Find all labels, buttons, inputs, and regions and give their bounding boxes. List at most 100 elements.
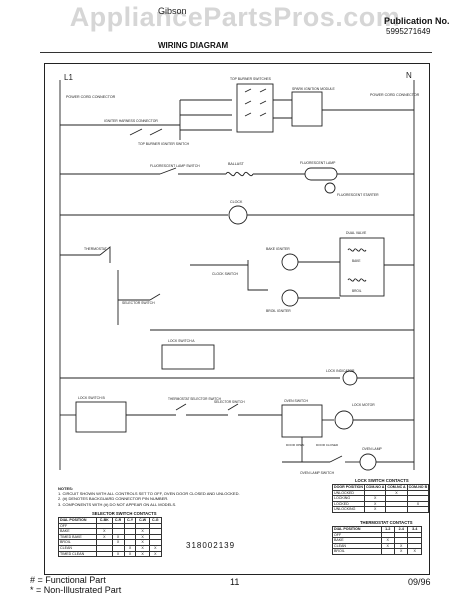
thermostat-table-title: THERMOSTAT CONTACTS bbox=[360, 520, 413, 525]
table-cell bbox=[363, 489, 387, 497]
neutral-label: N bbox=[406, 71, 412, 80]
bake-igniter-symbol bbox=[281, 253, 299, 271]
igniter-harness-label: IGNITER HARNESS CONNECTOR bbox=[104, 119, 158, 123]
fluorescent-starter-label: FLUORESCENT STARTER bbox=[337, 193, 379, 197]
table-cell bbox=[385, 500, 408, 508]
note-line: 1. CIRCUIT SHOWN WITH ALL CONTROLS SET T… bbox=[58, 491, 240, 497]
table-cell bbox=[385, 495, 408, 502]
fluorescent-lamp-tube bbox=[304, 167, 338, 181]
table-cell bbox=[406, 506, 430, 513]
table-cell: X bbox=[406, 500, 430, 508]
lock-indicator-symbol bbox=[342, 370, 358, 386]
thermostat-selector-label: THERMOSTAT SELECTOR SWITCH bbox=[168, 397, 222, 401]
l1-label: L1 bbox=[64, 73, 73, 82]
table-cell: X bbox=[393, 548, 409, 555]
table-cell: X bbox=[111, 550, 125, 558]
table-cell: X bbox=[407, 548, 422, 555]
table-cell: COM-NO A bbox=[363, 484, 387, 491]
dual-valve-label: DUAL VALVE bbox=[346, 231, 367, 235]
page-number: 11 bbox=[230, 577, 240, 587]
publication-number: 5995271649 bbox=[386, 27, 431, 36]
lock-switch-b-box bbox=[75, 401, 127, 433]
top-burner-igniter-label: TOP BURNER IGNITER SWITCH bbox=[138, 142, 190, 146]
table-cell: X bbox=[363, 500, 387, 508]
broil-igniter-symbol bbox=[281, 289, 299, 307]
functional-part-legend: # = Functional Part bbox=[30, 575, 106, 585]
part-number: 318002139 bbox=[186, 541, 236, 550]
top-burner-switches-label: TOP BURNER SWITCHES bbox=[230, 77, 272, 81]
oven-switch-box bbox=[281, 404, 323, 438]
oven-lamp-switch-label: OVEN LAMP SWITCH bbox=[300, 471, 335, 475]
oven-lamp-label: OVEN LAMP bbox=[362, 447, 383, 451]
table-cell: X bbox=[148, 550, 163, 558]
fluorescent-lamp-label: FLUORESCENT LAMP bbox=[300, 161, 336, 165]
lock-switch-a-box bbox=[161, 344, 215, 370]
spark-module-box bbox=[291, 91, 323, 127]
table-cell: UNLOCKING bbox=[332, 506, 365, 513]
table-cell: BROIL bbox=[332, 548, 382, 555]
clock-label: CLOCK bbox=[230, 200, 243, 204]
lock-switch-b-label: LOCK SWITCH B bbox=[78, 396, 105, 400]
table-cell: X bbox=[385, 489, 408, 497]
ballast-coil bbox=[225, 171, 254, 177]
clock-symbol bbox=[228, 205, 248, 225]
oven-switch-label: OVEN SWITCH bbox=[284, 399, 308, 403]
power-cord-left-label: POWER CORD CONNECTOR bbox=[66, 95, 116, 99]
table-cell: X bbox=[363, 495, 387, 502]
table-cell bbox=[406, 495, 430, 502]
note-line: 3. COMPONENTS WITH (#) DO NOT APPEAR ON … bbox=[58, 501, 177, 507]
non-illustrated-legend: * = Non-Illustrated Part bbox=[30, 585, 122, 595]
door-closed-label: DOOR CLOSED bbox=[316, 443, 339, 447]
top-burner-switches-box bbox=[236, 83, 274, 133]
table-cell: X bbox=[135, 550, 150, 558]
header-rule bbox=[40, 52, 432, 53]
table-cell bbox=[96, 550, 113, 558]
table-cell: X bbox=[363, 506, 387, 513]
power-cord-right-label: POWER CORD CONNECTOR bbox=[370, 93, 420, 97]
publication-label: Publication No. bbox=[384, 16, 450, 26]
table-cell: COM-NC A bbox=[385, 484, 408, 491]
broil-label: BROIL bbox=[352, 289, 362, 293]
bake-label: BAKE bbox=[352, 259, 361, 263]
table-cell: DOOR POSITION bbox=[332, 484, 365, 491]
dual-valve-box bbox=[339, 237, 385, 297]
clock-switch-label: CLOCK SWITCH bbox=[212, 272, 239, 276]
lock-switch-a-label: LOCK SWITCH A bbox=[168, 339, 195, 343]
bake-igniter-label: BAKE IGNITER bbox=[266, 247, 290, 251]
door-open-label: DOOR OPEN bbox=[286, 443, 304, 447]
broil-igniter-label: BROIL IGNITER bbox=[266, 309, 291, 313]
thermostat-label: THERMOSTAT bbox=[84, 247, 107, 251]
fluorescent-lamp-switch-label: FLUORESCENT LAMP SWITCH bbox=[150, 164, 200, 168]
watermark: AppliancePartsPros.com bbox=[69, 2, 401, 32]
notes-block: NOTES: 1. CIRCUIT SHOWN WITH ALL CONTROL… bbox=[58, 486, 288, 507]
table-cell: COM-NO B bbox=[406, 484, 430, 491]
diagram-frame bbox=[44, 63, 430, 575]
lock-indicator-label: LOCK INDICATOR bbox=[326, 369, 355, 373]
spark-module-label: SPARK IGNITION MODULE bbox=[292, 87, 335, 91]
table-cell bbox=[406, 489, 430, 497]
brand-name: Gibson bbox=[158, 6, 187, 16]
lock-motor-symbol bbox=[334, 410, 354, 430]
lock-table-title: LOCK SWITCH CONTACTS bbox=[355, 478, 409, 483]
note-line: 2. (#) DENOTES BACKGUARD CONNECTOR PIN N… bbox=[58, 496, 169, 502]
table-cell bbox=[385, 506, 408, 513]
table-cell: TIMED CLEAN bbox=[57, 550, 98, 558]
oven-lamp-symbol bbox=[359, 453, 377, 471]
publication-date: 09/96 bbox=[408, 577, 431, 587]
selector-table-title: SELECTOR SWITCH CONTACTS bbox=[92, 511, 157, 516]
fluorescent-starter-symbol bbox=[324, 182, 336, 194]
selector-switch-2-label: SELECTOR SWITCH bbox=[214, 400, 245, 404]
table-cell bbox=[380, 548, 396, 555]
diagram-title: WIRING DIAGRAM bbox=[158, 41, 229, 50]
